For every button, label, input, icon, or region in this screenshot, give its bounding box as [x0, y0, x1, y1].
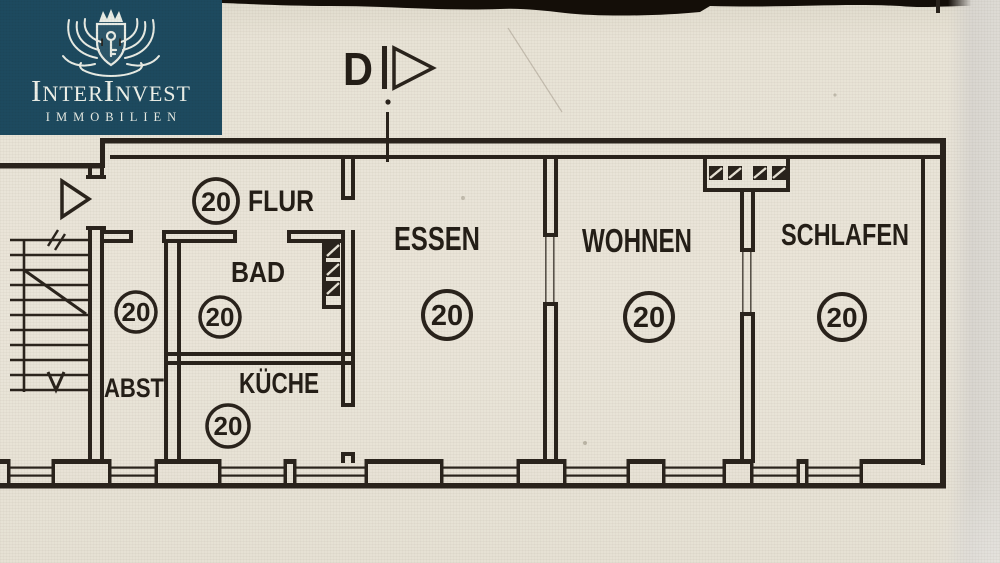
room-schlafen: SCHLAFEN 20 — [781, 217, 909, 342]
page-edge-corner — [930, 470, 1000, 563]
room-flur: 20 FLUR — [192, 177, 314, 225]
room-kueche-value-circle — [205, 403, 251, 449]
room-kueche: KÜCHE 20 — [205, 367, 319, 449]
room-bad-label: BAD — [231, 257, 285, 289]
room-wohnen: WOHNEN 20 — [582, 222, 692, 343]
room-wohnen-value: 20 — [633, 302, 665, 334]
room-schlafen-label: SCHLAFEN — [781, 217, 909, 252]
room-essen-value: 20 — [431, 300, 463, 332]
section-arrow-icon — [392, 45, 437, 91]
scan-top-edge — [222, 0, 1000, 16]
room-flur-label: FLUR — [248, 185, 314, 218]
room-essen-label: ESSEN — [394, 220, 480, 257]
room-labels: 20 FLUR 20 ABST BAD 20 KÜCHE 20 ESSEN — [104, 177, 909, 449]
room-abst: 20 ABST — [104, 290, 164, 403]
svg-text:I: I — [118, 37, 121, 49]
room-kueche-value: 20 — [214, 411, 243, 441]
room-kueche-label: KÜCHE — [239, 367, 319, 400]
svg-text:I: I — [100, 37, 103, 49]
room-essen: ESSEN 20 — [394, 220, 480, 341]
room-abst-value: 20 — [122, 297, 151, 327]
room-essen-value-circle — [421, 289, 473, 341]
section-marker-label: D — [343, 43, 373, 95]
walls — [0, 138, 946, 489]
broker-logo: I I InterInvest IMMOBILIEN — [0, 0, 222, 135]
logo-title: InterInvest — [31, 73, 191, 108]
logo-crest-icon: I I — [62, 9, 160, 77]
room-wohnen-label: WOHNEN — [582, 222, 692, 259]
stairs-down-arrow-icon — [46, 371, 66, 394]
entry-arrow-icon — [60, 177, 93, 221]
room-abst-label: ABST — [104, 373, 164, 403]
door-thresholds — [545, 237, 752, 312]
logo-subtitle: IMMOBILIEN — [45, 110, 183, 124]
stairs-cut-mark — [46, 229, 67, 251]
chimney-squares — [326, 166, 786, 296]
room-wohnen-value-circle — [623, 291, 675, 343]
page-edge — [948, 0, 1000, 563]
room-schlafen-value: 20 — [826, 302, 857, 333]
room-bad-value-circle — [198, 295, 242, 339]
room-bad: BAD 20 — [198, 257, 285, 339]
room-bad-value: 20 — [206, 302, 235, 332]
room-flur-value: 20 — [201, 187, 231, 217]
room-abst-value-circle — [114, 290, 158, 334]
section-marker-d: D — [343, 43, 437, 162]
room-schlafen-value-circle — [817, 292, 867, 342]
windows — [7, 459, 863, 483]
scan-artifacts — [461, 27, 837, 445]
room-flur-value-circle — [192, 177, 240, 225]
stairs — [10, 229, 88, 394]
